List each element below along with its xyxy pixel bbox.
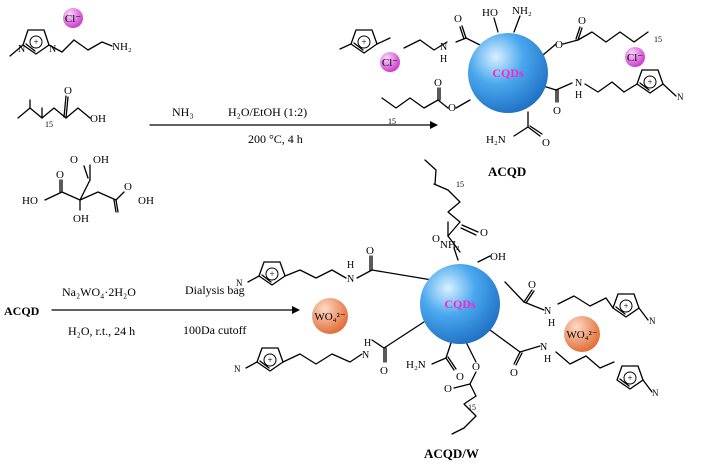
plus-sign: +: [623, 301, 628, 311]
plus-sign: +: [627, 373, 632, 383]
n-atom: N: [649, 316, 656, 326]
o-atom: O: [553, 105, 561, 117]
o-atom: O: [432, 233, 440, 245]
reaction-arrow-2: ACQD Na₂WO₄·2H₂O H₂O, r.t., 24 h Dialysi…: [4, 283, 300, 338]
o-atom: O: [480, 227, 488, 239]
chain-count: 15: [468, 403, 476, 412]
o-atom: O: [380, 365, 388, 377]
chloride-ion: [63, 8, 83, 28]
nh2-group: NH₂: [512, 5, 532, 17]
n-atom: N: [362, 350, 369, 361]
o-atom: O: [472, 361, 480, 373]
plus-sign: +: [269, 269, 274, 279]
oh-group: OH: [73, 213, 89, 225]
n-atom: N: [677, 92, 684, 102]
reagent-tungstate: Na₂WO₄·2H₂O: [62, 285, 136, 299]
cutoff-label: 100Da cutoff: [183, 323, 246, 337]
h-atom: H: [548, 318, 555, 329]
h-atom: H: [347, 260, 354, 271]
n-atom: N: [347, 274, 354, 285]
oh-group: OH: [138, 195, 154, 207]
reagent-nh3: NH₃: [172, 105, 194, 119]
purification-label: Dialysis bag: [185, 283, 245, 297]
start-label-acqd: ACQD: [4, 304, 40, 318]
o-atom: O: [448, 102, 456, 114]
ho-group: HO: [22, 195, 38, 207]
tungstate-ion: [312, 298, 348, 334]
cqd-core-label: CQDs: [492, 66, 524, 80]
product-label-acqd-w: ACQD/W: [424, 446, 479, 461]
nh2-group: NH₂: [440, 239, 460, 251]
h-atom: H: [364, 338, 371, 349]
imidazolium-amine-reactant: + N N Cl⁻ NH₂: [9, 8, 132, 57]
citric-acid-reactant: O OH O HO OH O OH: [22, 154, 154, 225]
reaction-arrow-1: NH₃ H₂O/EtOH (1:2) 200 °C, 4 h: [149, 105, 438, 146]
chloride-label: Cl⁻: [382, 57, 398, 69]
o-atom: O: [578, 15, 586, 27]
chloride-label: Cl⁻: [627, 52, 643, 64]
solvent-label: H₂O/EtOH (1:2): [228, 105, 307, 119]
plus-sign: +: [647, 77, 652, 87]
plus-sign: +: [267, 355, 272, 365]
chloride-ion: [625, 47, 645, 67]
cqd-core: [468, 33, 548, 113]
plus-sign: +: [33, 37, 38, 47]
n-atom: N: [540, 342, 547, 353]
chloride-ion: [380, 52, 400, 72]
o-atom: O: [528, 279, 536, 291]
n-atom: N: [544, 306, 551, 317]
o-atom: O: [366, 245, 374, 257]
n-atom: N: [18, 44, 25, 55]
h-atom: H: [440, 54, 447, 65]
o-atom: O: [555, 39, 563, 51]
o-atom: O: [64, 85, 72, 97]
n-atom: N: [234, 364, 241, 374]
oh-group: OH: [93, 154, 109, 166]
o-atom: O: [454, 13, 462, 25]
chain-count: 15: [456, 180, 464, 189]
cqd-core-label: CQDs: [444, 297, 476, 311]
chloride-label: Cl⁻: [65, 13, 81, 25]
h-atom: H: [575, 90, 582, 101]
product-label-acqd: ACQD: [488, 164, 526, 179]
n-atom: N: [652, 388, 659, 398]
temperature-time-label: 200 °C, 4 h: [248, 132, 303, 146]
h2n-group: H₂N: [486, 134, 506, 146]
o-atom: O: [70, 154, 78, 166]
o-atom: O: [542, 137, 550, 149]
chain-count: 15: [45, 120, 53, 129]
acqd-product: + Cl⁻ + Cl⁻ CQDs O N H HO NH₂ O O 15 O N…: [339, 5, 684, 179]
tungstate-label: WO₄²⁻: [566, 329, 597, 341]
chain-count: 15: [388, 117, 396, 126]
chain-count: 15: [654, 35, 662, 44]
stearic-acid-reactant: 15 O OH: [17, 85, 106, 129]
o-atom: O: [56, 169, 64, 181]
cqd-core: [420, 264, 500, 344]
o-atom: O: [434, 77, 442, 89]
n-atom: N: [440, 42, 447, 53]
n-atom: N: [575, 78, 582, 89]
h2n-group: H₂N: [406, 359, 426, 371]
o-atom: O: [510, 367, 518, 379]
acqd-w-product: 15 + + +: [234, 159, 659, 461]
n-atom: N: [49, 44, 56, 55]
h-atom: H: [544, 354, 551, 365]
ho-group: HO: [482, 7, 498, 19]
o-atom: O: [456, 371, 464, 383]
oh-group: OH: [490, 251, 506, 263]
nh2-group: NH₂: [112, 41, 132, 53]
oh-group: OH: [90, 113, 106, 125]
o-atom: O: [124, 181, 132, 193]
conditions-label: H₂O, r.t., 24 h: [68, 324, 135, 338]
tungstate-ion: [564, 316, 600, 352]
plus-sign: +: [361, 37, 366, 47]
tungstate-label: WO₄²⁻: [314, 311, 345, 323]
o-atom: O: [444, 383, 452, 395]
n-atom: N: [236, 278, 243, 288]
